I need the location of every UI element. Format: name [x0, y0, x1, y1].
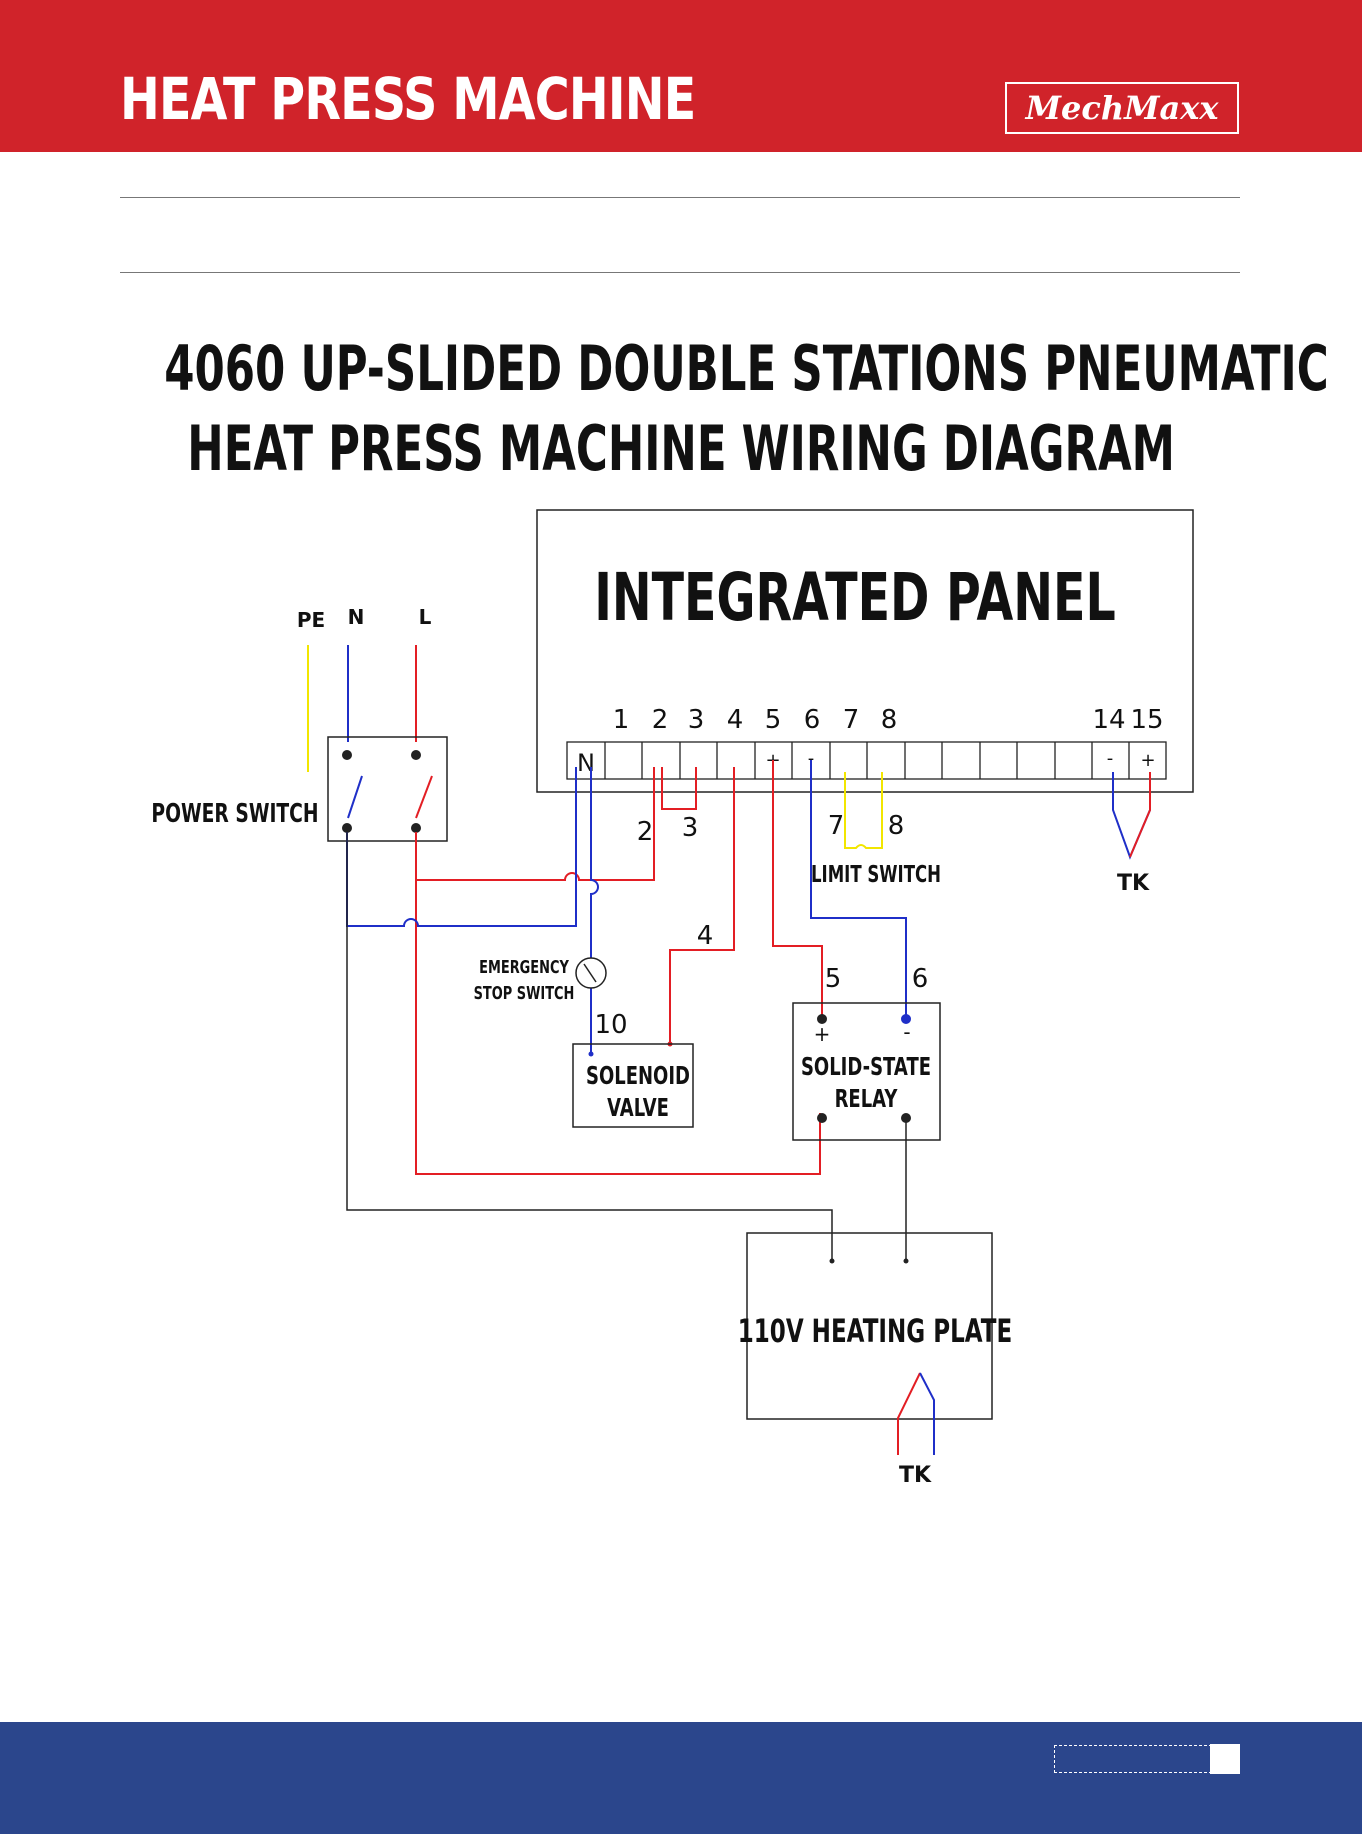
terminal-n-mark: N [577, 749, 595, 777]
integrated-panel-label: INTEGRATED PANEL [594, 559, 1116, 636]
neutral-to-terminalN-wire [347, 767, 576, 926]
terminal-number-3: 3 [688, 705, 705, 735]
neutral-to-estop-wire [591, 767, 598, 958]
wire-number-8: 8 [888, 811, 905, 841]
wire-number-2: 2 [637, 817, 654, 847]
terminal-number-7: 7 [843, 705, 860, 735]
emergency-stop-label-line1: EMERGENCY [479, 956, 569, 978]
limit-switch-label: LIMIT SWITCH [811, 860, 941, 888]
terminal-number-1: 1 [613, 705, 630, 735]
heating-plate-label: 110V HEATING PLATE [738, 1312, 1013, 1350]
terminal-14-mark: - [1107, 748, 1114, 769]
wire-number-5: 5 [825, 964, 842, 994]
wire-number-6: 6 [912, 964, 929, 994]
ssr-plus-mark: + [814, 1022, 831, 1046]
ssr-label-line1: SOLID-STATE [801, 1053, 931, 1082]
terminal-number-6: 6 [804, 705, 821, 735]
solenoid-valve-label-line1: SOLENOID [586, 1062, 690, 1091]
wire-number-10: 10 [594, 1010, 627, 1040]
page-marker [1210, 1744, 1240, 1774]
wire-number-4: 4 [697, 921, 714, 951]
terminal-number-8: 8 [881, 705, 898, 735]
power-switch-label: POWER SWITCH [151, 799, 318, 829]
page-footer [0, 1722, 1362, 1834]
terminal-number-14: 14 [1092, 705, 1125, 735]
emergency-stop-symbol [576, 958, 606, 988]
terminal-strip [567, 742, 1166, 779]
wire-number-7: 7 [828, 811, 845, 841]
panel-tk-wire [1130, 772, 1150, 857]
terminal-number-15: 15 [1130, 705, 1163, 735]
plate-tk-wire [920, 1373, 934, 1455]
live-to-terminal2-wire [416, 767, 654, 880]
limit-switch-wire [845, 772, 882, 848]
supply-pe-label: PE [297, 608, 325, 632]
terminal-number-4: 4 [727, 705, 744, 735]
terminal-number-5: 5 [765, 705, 782, 735]
plate-tk-label: TK [899, 1463, 932, 1488]
terminal-15-mark: + [1140, 750, 1155, 771]
supply-n-label: N [348, 605, 365, 629]
terminal-numbers: 1 2 3 4 5 6 7 8 14 15 [613, 705, 1164, 735]
terminal-number-2: 2 [652, 705, 669, 735]
emergency-stop-label-line2: STOP SWITCH [474, 982, 575, 1004]
panel-tk-label: TK [1117, 871, 1150, 896]
ssr-label-line2: RELAY [835, 1085, 898, 1114]
bridge-2-3-wire [662, 767, 696, 809]
ssr-minus-mark: - [903, 1020, 910, 1044]
wire-number-3: 3 [682, 813, 699, 843]
supply-l-label: L [419, 605, 432, 629]
integrated-panel-box [537, 510, 1193, 792]
solenoid-valve-label-line2: VALVE [607, 1094, 669, 1123]
page-number-box [1054, 1745, 1212, 1773]
neutral-to-heating-plate-wire [347, 832, 832, 1261]
terminal5-to-ssr-wire [773, 760, 822, 1017]
